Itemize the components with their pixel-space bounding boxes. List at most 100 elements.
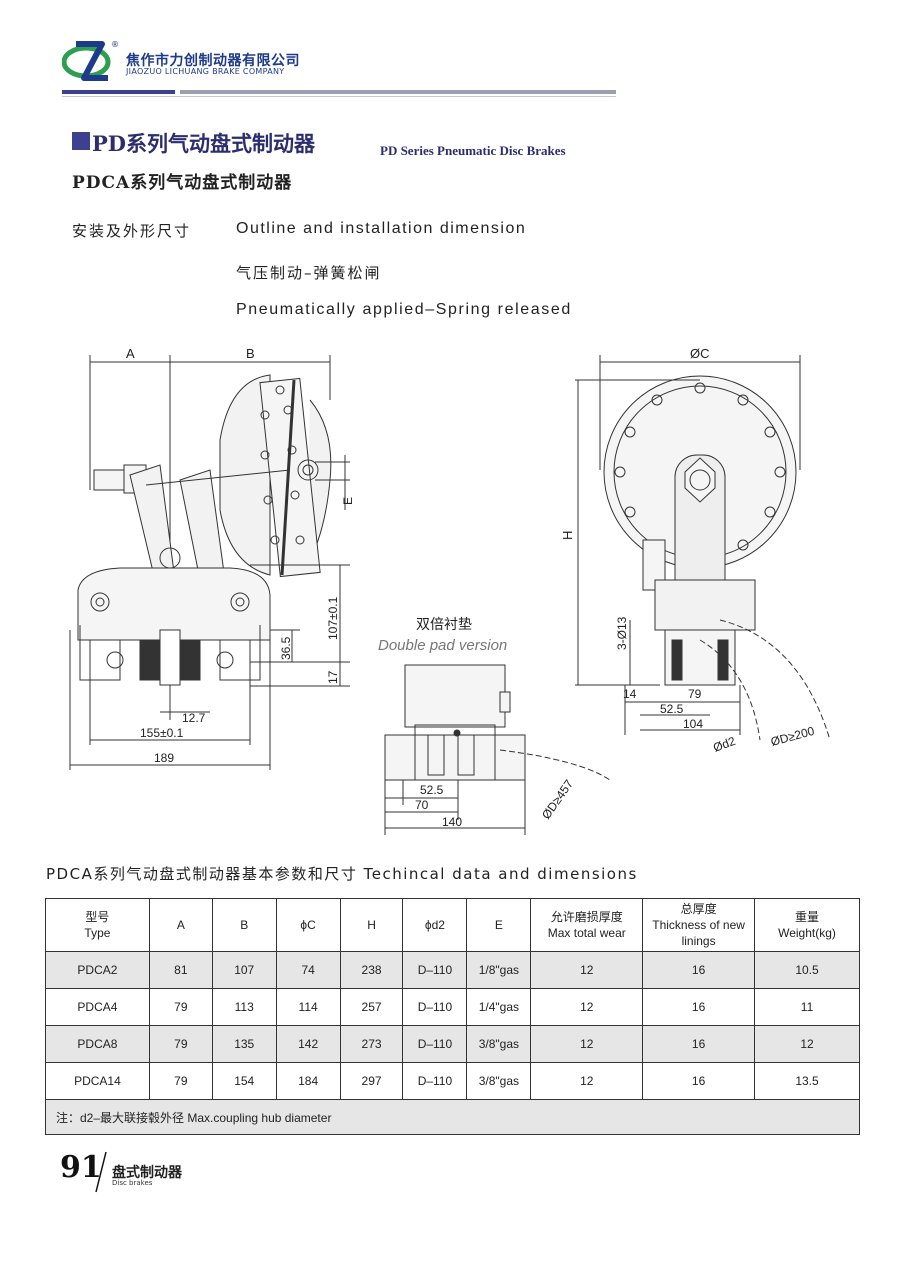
table-cell: PDCA4 <box>45 988 150 1026</box>
table-cell: 16 <box>642 1062 756 1100</box>
table-cell: 12 <box>530 988 644 1026</box>
table-cell: 238 <box>339 951 404 989</box>
header-text: 允许磨损厚度 <box>550 910 623 924</box>
header-text: ϕC <box>300 918 316 932</box>
outline-label-en: Outline and installation dimension <box>236 220 527 237</box>
header-text: H <box>367 918 376 932</box>
footer-section-en: Disc brakes <box>112 1179 153 1187</box>
table-cell: 12 <box>530 1062 644 1100</box>
table-header-cell: 总厚度 Thickness of new linings <box>642 898 756 952</box>
header-text: A <box>176 918 185 932</box>
dim-3-13: 3-Ø13 <box>615 616 629 650</box>
dim-104: 104 <box>683 717 703 731</box>
header-rule <box>62 96 616 97</box>
header-text: 型号 <box>85 910 110 924</box>
dim-double-70: 70 <box>415 798 429 812</box>
series-title-en: PD Series Pneumatic Disc Brakes <box>380 143 566 158</box>
header-text: ϕd2 <box>424 918 445 932</box>
dim-H: H <box>560 531 575 540</box>
mode-label-en: Pneumatically applied–Spring released <box>236 301 572 318</box>
dim-double-52-5: 52.5 <box>420 783 444 797</box>
dim-52-5: 52.5 <box>660 702 684 716</box>
page-number: 91 <box>60 1150 102 1185</box>
registered-mark: ® <box>111 40 119 49</box>
table-cell: PDCA14 <box>45 1062 150 1100</box>
dim-155: 155±0.1 <box>140 726 184 740</box>
table-cell: D–110 <box>402 988 468 1026</box>
table-note-row: 注：d2–最大联接毂外径 Max.coupling hub diameter <box>45 1099 860 1135</box>
title-square-bullet <box>72 132 90 150</box>
table-header-cell: E <box>466 898 532 952</box>
table-cell: 79 <box>148 1025 213 1063</box>
dim-12-7: 12.7 <box>182 711 206 725</box>
lichuang-logo-icon <box>62 41 111 81</box>
company-name-cn: 焦作市力创制动器有限公司 <box>126 53 300 69</box>
dim-107: 107±0.1 <box>326 596 340 640</box>
double-pad-label-cn: 双倍衬垫 <box>416 617 472 633</box>
subtitle-cn: PDCA系列气动盘式制动器 <box>72 173 293 193</box>
double-pad-view <box>384 664 611 835</box>
table-cell: 113 <box>211 988 277 1026</box>
table-cell: D–110 <box>402 1025 468 1063</box>
header-text: Max total wear <box>547 926 626 940</box>
header-bar-dark <box>62 90 175 94</box>
table-header-cell: 允许磨损厚度 Max total wear <box>530 898 644 952</box>
mode-label-cn: 气压制动–弹簧松闸 <box>236 264 382 282</box>
table-header-cell: B <box>211 898 277 952</box>
table-cell: 74 <box>275 951 341 989</box>
header-text: 总厚度 <box>680 902 717 916</box>
table-cell: 10.5 <box>754 951 860 989</box>
table-cell: 16 <box>642 1025 756 1063</box>
table-cell: 12 <box>530 1025 644 1063</box>
dim-d2: Ød2 <box>711 734 737 755</box>
dim-D457: ØD≥457 <box>539 777 576 822</box>
table-cell: 107 <box>211 951 277 989</box>
table-cell: 142 <box>275 1025 341 1063</box>
table-cell: 12 <box>754 1025 860 1063</box>
table-cell: 81 <box>148 951 213 989</box>
table-cell: 273 <box>339 1025 404 1063</box>
table-header-cell: 重量 Weight(kg) <box>754 898 860 952</box>
dim-A: A <box>126 346 135 361</box>
dim-17: 17 <box>326 670 340 684</box>
table-cell: 79 <box>148 988 213 1026</box>
series-title-cn: PD系列气动盘式制动器 <box>92 131 316 156</box>
table-cell: 154 <box>211 1062 277 1100</box>
table-header-cell: ϕd2 <box>402 898 468 952</box>
header-text: Thickness of new <box>652 918 745 932</box>
table-cell: 3/8"gas <box>466 1025 532 1063</box>
dim-D200: ØD≥200 <box>769 724 816 749</box>
table-cell: 16 <box>642 951 756 989</box>
table-cell: PDCA2 <box>45 951 150 989</box>
double-pad-label-en: Double pad version <box>378 637 507 654</box>
dim-36-5: 36.5 <box>279 636 293 660</box>
table-cell: 12 <box>530 951 644 989</box>
header-text: 重量 <box>795 910 820 924</box>
table-header-cell: ϕC <box>275 898 341 952</box>
table-cell: 184 <box>275 1062 341 1100</box>
header-text: Type <box>84 926 111 940</box>
header-text: Weight(kg) <box>778 926 836 940</box>
table-cell: D–110 <box>402 951 468 989</box>
outline-label-cn: 安装及外形尺寸 <box>72 222 192 240</box>
table-cell: 16 <box>642 988 756 1026</box>
table-title: PDCA系列气动盘式制动器基本参数和尺寸 Techincal data and … <box>46 865 638 883</box>
header-text: linings <box>681 934 716 948</box>
table-cell: 1/4"gas <box>466 988 532 1026</box>
brake-front-view <box>575 355 831 741</box>
table-cell: 11 <box>754 988 860 1026</box>
table-header-cell: 型号 Type <box>45 898 150 952</box>
brake-side-view <box>69 355 350 770</box>
company-name-en: JIAOZUO LICHUANG BRAKE COMPANY <box>126 67 285 76</box>
dim-189: 189 <box>154 751 174 765</box>
table-cell: D–110 <box>402 1062 468 1100</box>
table-cell: 3/8"gas <box>466 1062 532 1100</box>
outline-drawing: A B E 107±0.1 36.5 17 12.7 155±0.1 189 双… <box>69 346 831 835</box>
table-cell: PDCA8 <box>45 1025 150 1063</box>
table-cell: 297 <box>339 1062 404 1100</box>
table-cell: 13.5 <box>754 1062 860 1100</box>
